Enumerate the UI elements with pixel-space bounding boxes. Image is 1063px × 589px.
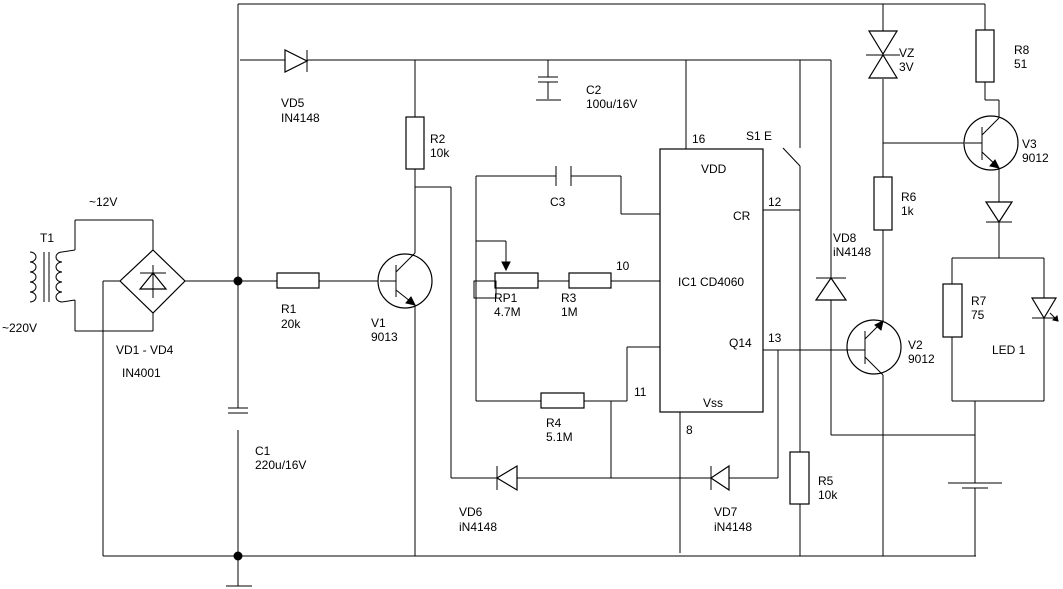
label-pin8: 8	[686, 423, 693, 437]
label-r5-val: 10k	[818, 488, 838, 502]
label-ac12: ~12V	[89, 195, 117, 209]
label-vss: Vss	[703, 396, 723, 410]
label-r2-val: 10k	[430, 146, 450, 160]
label-r1: R1	[281, 302, 297, 316]
label-v3-val: 9012	[1022, 151, 1049, 165]
label-c3: C3	[550, 195, 566, 209]
label-r8: R8	[1014, 43, 1030, 57]
label-r7: R7	[971, 294, 987, 308]
label-r5: R5	[818, 474, 834, 488]
label-vd6: VD6	[459, 505, 483, 519]
label-vd6-val: iN4148	[459, 520, 497, 534]
label-pin16: 16	[692, 132, 706, 146]
label-vd8-val: iN4148	[833, 245, 871, 259]
labels: T1 ~12V ~220V VD1 - VD4 IN4001 VD5 IN414…	[2, 43, 1049, 534]
led1	[1030, 297, 1059, 322]
capacitor-c3	[555, 166, 572, 186]
diode-vd5	[284, 49, 309, 73]
switch-s1	[782, 147, 801, 167]
label-v1: V1	[371, 316, 386, 330]
label-c1-val: 220u/16V	[255, 458, 306, 472]
label-vd5: VD5	[281, 96, 305, 110]
label-c2: C2	[586, 83, 602, 97]
label-rp1: RP1	[494, 291, 518, 305]
label-vd1-4: VD1 - VD4	[116, 343, 174, 357]
resistor-r7	[942, 283, 963, 338]
label-v2: V2	[908, 338, 923, 352]
label-r3: R3	[561, 291, 577, 305]
label-t1: T1	[40, 231, 54, 245]
label-v2-val: 9012	[908, 352, 935, 366]
zener-vz	[866, 30, 900, 79]
label-c1: C1	[255, 444, 271, 458]
label-pin13: 13	[768, 331, 782, 345]
label-led1: LED 1	[992, 343, 1026, 357]
diode-vd8	[814, 255, 848, 301]
label-vz: VZ	[899, 46, 914, 60]
label-in4001: IN4001	[122, 366, 161, 380]
junction-dot	[233, 551, 243, 561]
label-cr: CR	[733, 209, 751, 223]
label-v3: V3	[1022, 137, 1037, 151]
label-s1: S1 E	[746, 129, 772, 143]
label-pin10: 10	[616, 259, 630, 273]
transistor-v3	[963, 115, 1019, 171]
resistor-r4	[540, 392, 585, 409]
label-vdd: VDD	[701, 162, 727, 176]
potentiometer-rp1	[473, 261, 539, 299]
transistor-v1	[377, 252, 433, 309]
label-r6-val: 1k	[901, 204, 915, 218]
resistor-r1	[276, 272, 320, 289]
label-pin11: 11	[634, 385, 647, 399]
capacitor-c1	[228, 407, 248, 414]
wires	[74, 3, 1045, 586]
resistor-r3	[568, 272, 612, 289]
label-r6: R6	[901, 190, 917, 204]
transistor-v2	[846, 319, 902, 376]
label-rp1-val: 4.7M	[494, 305, 521, 319]
label-ic1: IC1 CD4060	[678, 275, 744, 289]
diode-led-path	[984, 201, 1014, 224]
label-r4-val: 5.1M	[546, 430, 573, 444]
diode-vd6	[495, 464, 518, 492]
ic1-cd4060	[659, 148, 764, 413]
label-vd7-val: iN4148	[714, 520, 752, 534]
label-q14: Q14	[729, 336, 752, 350]
resistor-r5	[789, 451, 810, 505]
label-r7-val: 75	[971, 308, 985, 322]
transformer-t1	[29, 249, 76, 303]
label-r1-val: 20k	[281, 317, 301, 331]
label-vd5-val: IN4148	[281, 111, 320, 125]
label-r2: R2	[430, 132, 446, 146]
label-r4: R4	[546, 416, 562, 430]
resistor-r2	[405, 116, 425, 170]
label-vd7: VD7	[714, 505, 738, 519]
battery	[948, 478, 1002, 489]
label-vz-val: 3V	[899, 60, 914, 74]
label-r8-val: 51	[1014, 57, 1028, 71]
label-ac220: ~220V	[2, 321, 37, 335]
diode-vd7	[709, 464, 730, 492]
label-pin12: 12	[768, 195, 782, 209]
label-v1-val: 9013	[371, 330, 398, 344]
label-c2-val: 100u/16V	[586, 97, 637, 111]
junction-dot	[233, 276, 243, 286]
label-r3-val: 1M	[561, 305, 578, 319]
resistor-r8	[975, 29, 995, 83]
capacitor-c2	[536, 76, 561, 101]
resistor-r6	[873, 176, 893, 231]
bridge-rectifier	[119, 220, 186, 331]
label-vd8: VD8	[833, 231, 857, 245]
